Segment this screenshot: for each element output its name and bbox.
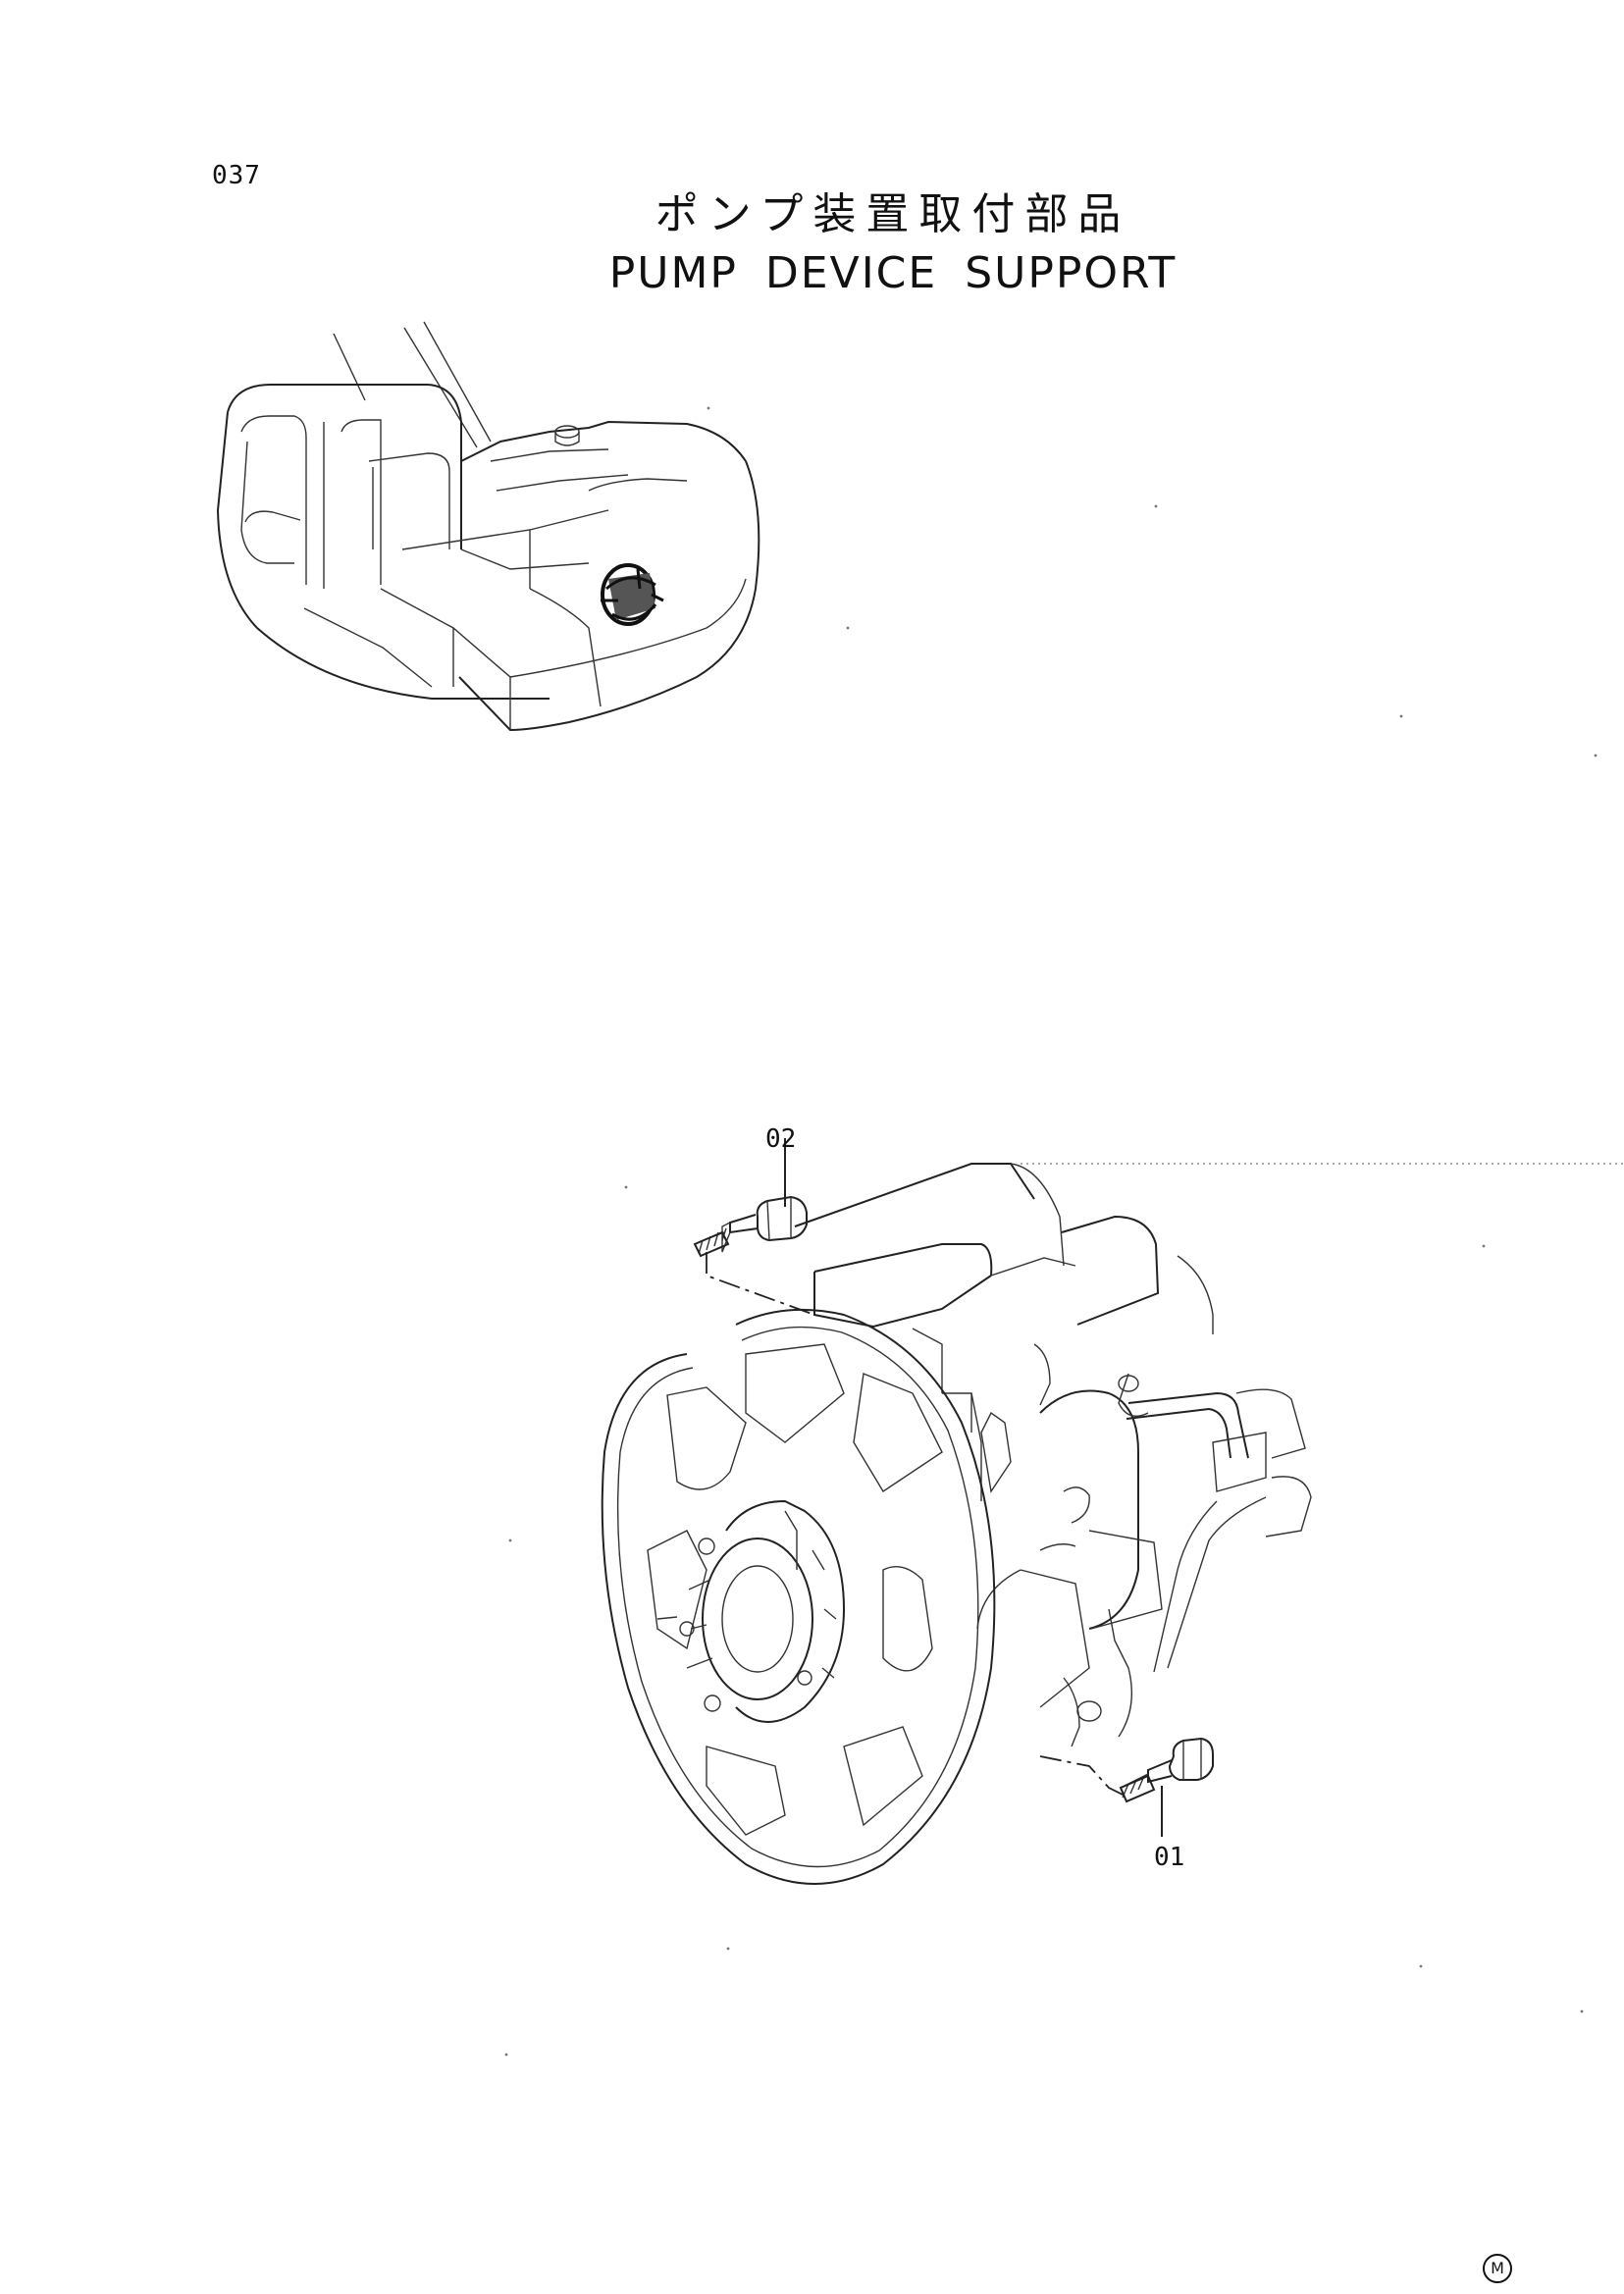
circled-m-mark: M (1483, 2254, 1512, 2283)
callout-label-02: 02 (765, 1124, 797, 1154)
page-number: 037 (212, 161, 261, 190)
title-block: ポンプ装置取付部品 PUMP DEVICE SUPPORT (550, 186, 1236, 304)
leader-line-01 (1039, 1755, 1129, 1799)
title-japanese: ポンプ装置取付部品 (655, 189, 1131, 239)
pump-device-illustration (601, 1163, 1312, 1885)
scan-specks (504, 406, 1598, 2057)
excavator-overview-illustration (216, 321, 760, 732)
leader-line-02 (706, 1252, 815, 1316)
bolt-01 (1119, 1737, 1214, 1837)
title-english: PUMP DEVICE SUPPORT (608, 248, 1178, 298)
bolt-02 (693, 1138, 808, 1258)
callout-label-01: 01 (1154, 1843, 1185, 1872)
highlighted-pump-location (601, 563, 664, 626)
